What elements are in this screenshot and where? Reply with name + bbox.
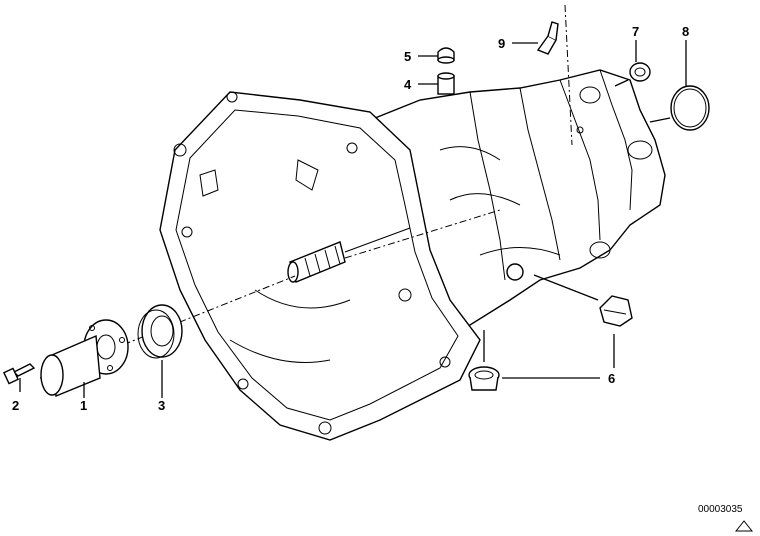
callout-3: 3 xyxy=(158,398,165,413)
callout-7: 7 xyxy=(632,24,639,39)
plug-lower-part xyxy=(468,330,500,391)
callout-2: 2 xyxy=(12,398,19,413)
callout-4: 4 xyxy=(404,77,412,92)
plug-side-part xyxy=(506,263,633,327)
shaft-seal-part xyxy=(137,304,183,359)
triangle-outline-icon xyxy=(734,520,754,532)
input-shaft xyxy=(287,227,411,283)
seal-ring-part xyxy=(614,62,651,87)
callout-6: 6 xyxy=(608,371,615,386)
callout-5: 5 xyxy=(404,49,411,64)
bolt-part xyxy=(3,363,36,392)
leader-lines xyxy=(83,40,687,398)
callout-1: 1 xyxy=(80,398,87,413)
transmission-housing xyxy=(159,69,666,441)
switch-part xyxy=(536,4,573,146)
reference-number: 00003035 xyxy=(698,504,743,515)
guide-sleeve-part xyxy=(40,319,129,398)
centre-axis-line-rear xyxy=(344,209,501,259)
callout-9: 9 xyxy=(498,36,505,51)
cap-part xyxy=(437,47,455,64)
callout-8: 8 xyxy=(682,24,689,39)
sleeve-part xyxy=(437,72,455,95)
o-ring-part xyxy=(649,85,710,131)
